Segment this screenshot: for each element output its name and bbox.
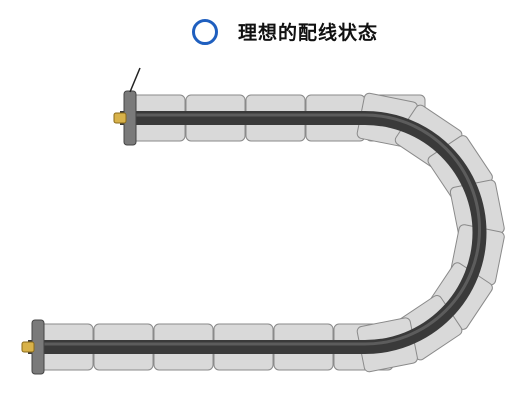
- cable-highlight: [28, 113, 481, 346]
- circle-ok-icon: [192, 18, 218, 45]
- cable: [28, 111, 487, 354]
- pointer-line: [129, 67, 141, 93]
- chain-ends: [21, 67, 141, 375]
- caption-text: 理想的配线状态: [238, 22, 379, 44]
- bolt-icon: [113, 112, 127, 124]
- caption: 理想的配线状态: [192, 18, 378, 45]
- bolt-icon: [21, 341, 35, 353]
